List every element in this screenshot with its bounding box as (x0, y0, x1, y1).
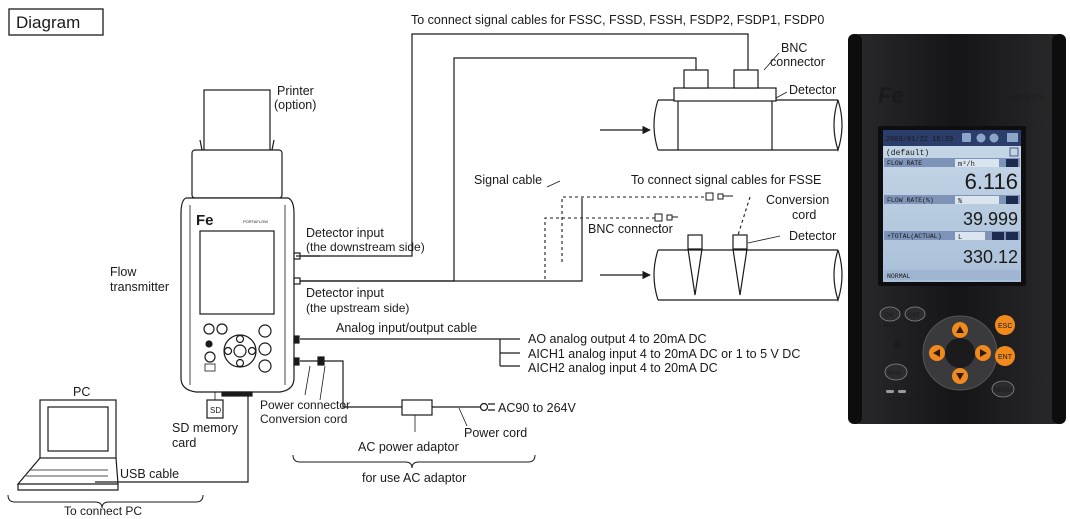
label-printer-1: Printer (277, 84, 314, 98)
device-row3-value: 330.12 (963, 247, 1018, 267)
device-logo: Fe (878, 83, 904, 108)
label-for-use-ac: for use AC adaptor (362, 471, 466, 485)
backlight-icon: ✷ (891, 337, 903, 353)
label-conversion-cord-2: cord (792, 208, 816, 222)
label-flow-transmitter-2: transmitter (110, 280, 169, 294)
portaflow-device-photo: Fe PORTAFLOW 2009/01/22 16:39 (default) … (848, 34, 1066, 424)
device-brand: PORTAFLOW (1010, 95, 1045, 101)
fsse-connectors (654, 192, 733, 222)
device-row2-label: FLOW RATE(%) (887, 197, 934, 204)
label-bnc-connector-top-2: connector (770, 55, 825, 69)
wiring-lines (95, 33, 749, 483)
device-status: NORMAL (887, 273, 911, 280)
transmitter-screen (199, 230, 275, 315)
diagram-title-box: Diagram (8, 8, 104, 36)
device-row1-unit: m³/h (958, 161, 975, 169)
device-row1-value: 6.116 (965, 169, 1018, 194)
label-aich1: AICH1 analog input 4 to 20mA DC or 1 to … (528, 347, 800, 361)
device-esc-button[interactable]: ESC (995, 315, 1015, 335)
fsse-dashed-cables (544, 196, 751, 279)
label-detector-input-down-1: Detector input (306, 226, 384, 240)
svg-text:ENT: ENT (998, 354, 1013, 361)
label-detector-top: Detector (789, 83, 836, 97)
printer-unit (203, 89, 271, 161)
label-signal-cable: Signal cable (474, 173, 542, 187)
label-detector-input-up-2: (the upstream side) (306, 301, 409, 315)
svg-text:Print: Print (888, 371, 901, 377)
detector-bottom (600, 234, 843, 302)
label-sd-memory-1: SD memory (172, 421, 239, 435)
label-signal-cables-top: To connect signal cables for FSSC, FSSD,… (411, 13, 824, 27)
detector-top (600, 52, 843, 152)
device-print-button[interactable]: Print (884, 363, 908, 381)
label-conversion-cord-1: Conversion (766, 193, 829, 207)
label-bnc-connector-top-1: BNC (781, 41, 807, 55)
flow-transmitter-drawing: Fe PORTAFLOW (180, 89, 301, 397)
svg-text:ON: ON (884, 313, 893, 319)
label-power-connector: Power connector (260, 398, 350, 412)
device-row2-unit: % (958, 198, 963, 206)
label-ac-voltage: AC90 to 264V (498, 401, 576, 415)
sd-led (898, 390, 906, 393)
label-pc: PC (73, 385, 90, 399)
device-off-button[interactable]: OFF (904, 306, 926, 322)
label-power-cord: Power cord (464, 426, 527, 440)
device-on-button[interactable]: ON (879, 306, 901, 322)
svg-text:OFF: OFF (908, 313, 920, 319)
device-menu-button[interactable]: MENU (991, 380, 1015, 398)
pc-laptop (16, 399, 119, 491)
label-conversion-cord-power: Conversion cord (260, 412, 347, 426)
diagram-labels: To connect signal cables for FSSC, FSSD,… (64, 13, 836, 518)
svg-text:Fe: Fe (196, 212, 214, 229)
device-screen (883, 130, 1021, 282)
device-charge-label: CHARGE SD IN (884, 396, 913, 401)
label-printer-2: (option) (274, 98, 316, 112)
label-to-connect-pc: To connect PC (64, 504, 142, 518)
label-sd-memory-2: card (172, 436, 196, 450)
device-ent-button[interactable]: ENT (995, 346, 1015, 366)
label-aich2: AICH2 analog input 4 to 20mA DC (528, 361, 718, 375)
device-dpad[interactable] (922, 315, 998, 391)
device-row3-unit: L (958, 234, 962, 242)
label-detector-input-up-1: Detector input (306, 286, 384, 300)
svg-text:MENU: MENU (994, 388, 1012, 394)
label-analog-cable: Analog input/output cable (336, 321, 477, 335)
device-mode: (default) (886, 149, 929, 158)
label-usb-cable: USB cable (120, 467, 179, 481)
label-ac-power-adaptor: AC power adaptor (358, 440, 459, 454)
label-signal-cables-fsse: To connect signal cables for FSSE (631, 173, 821, 187)
device-row2-value: 39.999 (963, 209, 1018, 229)
label-detector-input-down-2: (the downstream side) (306, 240, 425, 254)
device-row1-label: FLOW RATE (887, 160, 922, 167)
device-row3-label: +TOTAL(ACTUAL) (887, 233, 942, 240)
device-feed-label: FEED (884, 323, 897, 328)
svg-text:PORTAFLOW: PORTAFLOW (243, 219, 268, 224)
label-ao-output: AO analog output 4 to 20mA DC (528, 332, 707, 346)
label-bnc-connector-mid: BNC connector (588, 222, 673, 236)
brackets (7, 454, 536, 509)
svg-text:ESC: ESC (998, 323, 1012, 330)
device-datetime: 2009/01/22 16:39 (886, 136, 953, 144)
charge-led (886, 390, 894, 393)
label-detector-bottom: Detector (789, 229, 836, 243)
label-sd: SD (210, 406, 221, 415)
diagram-title: Diagram (16, 13, 80, 32)
label-flow-transmitter-1: Flow (110, 265, 137, 279)
